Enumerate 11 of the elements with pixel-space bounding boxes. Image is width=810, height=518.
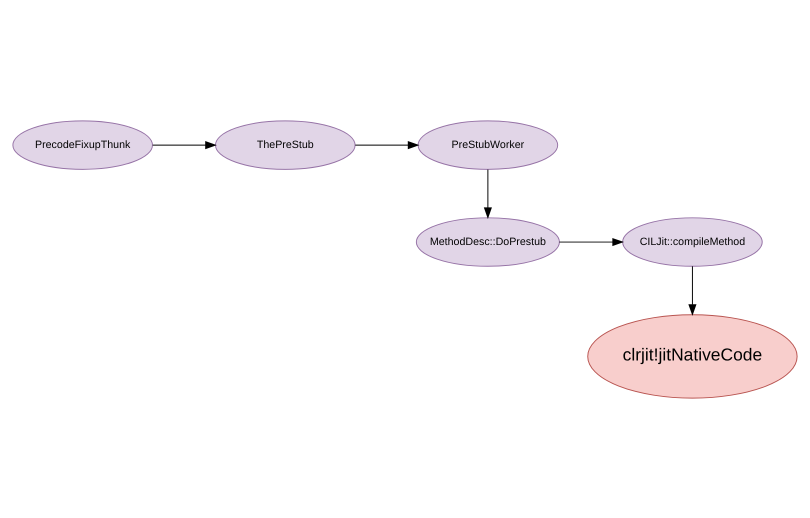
node-ellipse: CILJit::compileMethod bbox=[622, 216, 763, 266]
node-ellipse: clrjit!jitNativeCode bbox=[587, 314, 798, 398]
node-ellipse: PrecodeFixupThunk bbox=[12, 120, 153, 170]
arrow bbox=[152, 140, 217, 149]
arrow bbox=[484, 168, 492, 218]
arrow bbox=[688, 265, 696, 316]
node-ellipse: MethodDesc::DoPrestub bbox=[416, 216, 560, 266]
node-ellipse: PreStubWorker bbox=[418, 120, 558, 170]
arrow bbox=[558, 237, 624, 246]
node-ellipse: ThePreStub bbox=[215, 120, 356, 170]
arrow bbox=[354, 140, 420, 149]
